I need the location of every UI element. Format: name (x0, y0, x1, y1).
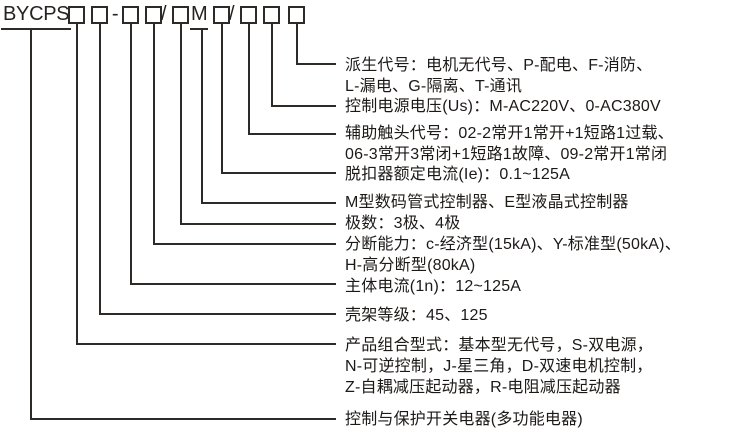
model-slash-2: / (229, 3, 235, 25)
label-frame-grade: 壳架等级：45、125 (345, 307, 488, 324)
connector-frame-grade-v (99, 24, 101, 315)
connector-main-current-v (130, 24, 132, 285)
connector-controller-type-h (201, 202, 336, 204)
model-box-frame-grade (91, 6, 108, 24)
connector-derivative-v (296, 24, 298, 65)
model-dash: - (111, 3, 119, 25)
label-main-current: 主体电流(1n)：12~125A (345, 278, 522, 295)
connector-derivative-h (296, 63, 336, 65)
model-letter-m: M (190, 4, 209, 30)
connector-breaking-capacity-v (153, 24, 155, 245)
connector-poles-v (180, 24, 182, 225)
connector-rated-current-h (221, 172, 336, 174)
connector-controller-type-v (201, 28, 203, 204)
connector-control-voltage-v (271, 24, 273, 107)
connector-main-current-h (130, 283, 336, 285)
connector-breaking-capacity-h (153, 243, 336, 245)
model-box-poles (172, 6, 189, 24)
label-release-rated-current: 脱扣器额定电流(Ie)：0.1~125A (345, 166, 570, 183)
label-product-combination-type: 产品组合型式：基本型无代号，S-双电源， N-可逆控制，J-星三角，D-双速电机… (345, 337, 654, 396)
connector-product-type-v (76, 24, 78, 345)
connector-product-name-v (30, 29, 32, 420)
connector-aux-contact-h (248, 133, 336, 135)
label-aux-contact-code: 辅助触头代号：02-2常开1常开+1短路1过载、 06-3常开3常闭+1短路1故… (345, 125, 674, 163)
connector-frame-grade-h (99, 313, 336, 315)
label-derivative-code: 派生代号：电机无代号、P-配电、F-消防、 L-漏电、G-隔离、T-通讯 (345, 57, 653, 95)
model-box-main-current (122, 6, 139, 24)
model-box-breaking-capacity (145, 6, 162, 24)
label-breaking-capacity: 分断能力：c-经济型(15kA)、Y-标准型(50kA)、 H-高分断型(80k… (345, 236, 681, 274)
connector-control-voltage-h (271, 105, 336, 107)
model-box-aux-contact (240, 6, 257, 24)
connector-product-type-h (76, 343, 336, 345)
label-product-name: 控制与保护开关电器(多功能电器) (345, 411, 583, 428)
model-slash-1: / (161, 3, 167, 25)
connector-rated-current-v (221, 24, 223, 174)
connector-product-name-h (30, 418, 336, 420)
connector-aux-contact-v (248, 24, 250, 135)
connector-poles-h (180, 223, 336, 225)
label-control-voltage: 控制电源电压(Us)：M-AC220V、0-AC380V (345, 98, 661, 115)
model-prefix-text: BYCPS (1, 4, 72, 30)
label-controller-type: M型数码管式控制器、E型液晶式控制器 (345, 194, 629, 211)
model-box-derivative (288, 6, 305, 24)
model-box-rated-current (213, 6, 230, 24)
label-pole-count: 极数：3极、4极 (345, 215, 461, 232)
model-box-product-type (68, 6, 85, 24)
model-box-control-voltage (263, 6, 280, 24)
